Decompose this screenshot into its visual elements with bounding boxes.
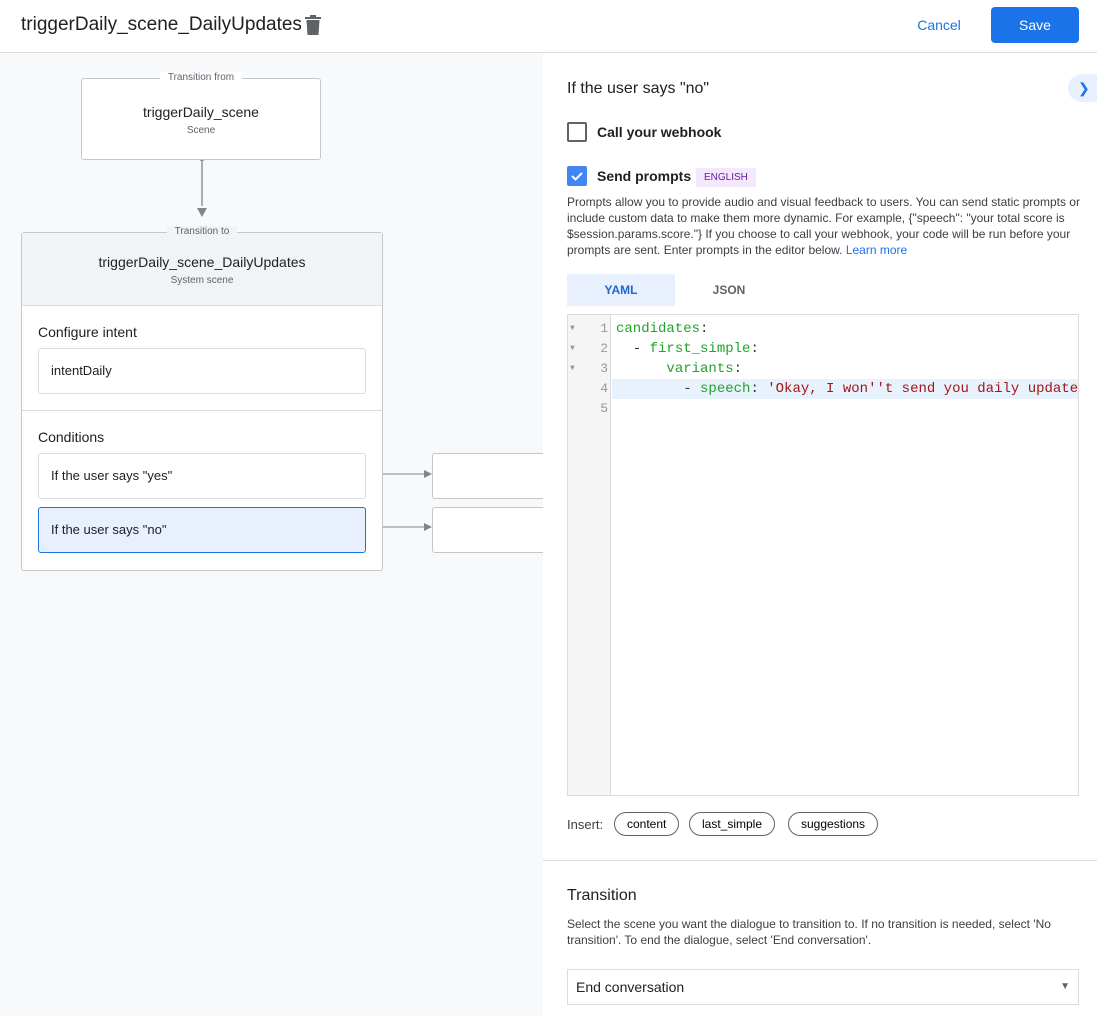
target-node-no[interactable]: [432, 507, 543, 553]
insert-last-simple-chip[interactable]: last_simple: [689, 812, 776, 836]
header: triggerDaily_scene_DailyUpdates Cancel S…: [0, 0, 1097, 53]
cancel-button[interactable]: Cancel: [903, 8, 975, 42]
code-token: :: [733, 361, 743, 377]
configure-intent-label: Configure intent: [38, 324, 137, 340]
scene-name: triggerDaily_scene_DailyUpdates: [98, 254, 306, 270]
legend: Transition from: [159, 72, 243, 83]
code-token: -: [616, 381, 701, 397]
divider: [543, 860, 1097, 861]
line-number: 4: [600, 381, 608, 396]
scene-type: System scene: [170, 275, 234, 286]
line-gutter: [568, 315, 611, 795]
target-node-yes[interactable]: [432, 453, 543, 499]
prompts-label: Send prompts: [597, 168, 692, 184]
transition-title: Transition: [567, 887, 637, 904]
insert-content-chip[interactable]: content: [614, 812, 680, 836]
save-button[interactable]: Save: [991, 7, 1079, 43]
line-number: 2: [600, 341, 608, 356]
chevron-right-icon[interactable]: ❯: [1068, 74, 1097, 102]
transition-from-node[interactable]: Transition from triggerDaily_scene Scene: [81, 72, 321, 160]
transition-description: Select the scene you want the dialogue t…: [567, 917, 1051, 947]
code-token: speech: [700, 381, 751, 397]
line-number: 3: [600, 361, 608, 376]
trash-icon[interactable]: [305, 15, 321, 35]
code-token: :: [750, 381, 759, 397]
intent-field[interactable]: intentDaily: [38, 348, 366, 394]
description-text: Prompts allow you to provide audio and v…: [567, 195, 1080, 257]
code-token: :: [700, 321, 709, 337]
line-number: 1: [600, 321, 608, 336]
conditions-label: Conditions: [38, 429, 105, 445]
selected-value: End conversation: [576, 979, 685, 995]
code-token: [616, 361, 666, 377]
prompts-description: Prompts allow you to provide audio and v…: [567, 194, 1087, 258]
insert-suggestions-chip[interactable]: suggestions: [788, 812, 879, 836]
check-icon: [571, 172, 583, 181]
scene-name: triggerDaily_scene: [143, 104, 259, 120]
insert-label: Insert:: [567, 817, 604, 832]
fold-icon[interactable]: ▼: [570, 364, 575, 373]
code-token: 'Okay, I won''t send you daily update: [767, 381, 1079, 397]
code-token: variants: [666, 361, 734, 377]
prompts-checkbox[interactable]: [567, 166, 587, 186]
legend: Transition to: [166, 226, 238, 237]
tab-json[interactable]: JSON: [712, 283, 746, 297]
language-badge: ENGLISH: [696, 168, 756, 187]
detail-panel: ❯ If the user says "no" Call your webhoo…: [543, 54, 1097, 1016]
transition-to-node: Transition to triggerDaily_scene_DailyUp…: [21, 226, 383, 571]
code-token: -: [616, 341, 650, 357]
condition-yes[interactable]: If the user says "yes": [38, 453, 366, 499]
transition-select[interactable]: End conversation ▼: [567, 969, 1079, 1005]
fold-icon[interactable]: ▼: [570, 344, 575, 353]
webhook-label: Call your webhook: [597, 124, 722, 140]
panel-title: If the user says "no": [567, 80, 710, 97]
page-title: triggerDaily_scene_DailyUpdates: [21, 14, 302, 35]
scene-type: Scene: [186, 125, 216, 136]
tab-yaml[interactable]: YAML: [567, 274, 675, 306]
webhook-checkbox[interactable]: [567, 122, 587, 142]
condition-no[interactable]: If the user says "no": [38, 507, 366, 553]
code-token: first_simple: [649, 341, 751, 357]
code-token: :: [750, 341, 759, 357]
scene-canvas: Transition from triggerDaily_scene Scene…: [0, 54, 543, 1016]
fold-icon[interactable]: ▼: [570, 324, 575, 333]
code-token: candidates: [616, 321, 701, 337]
code-editor[interactable]: ▼ 1 candidates: ▼ 2 - first_simple: ▼ 3 vari…: [567, 314, 1079, 796]
line-number: 5: [600, 401, 608, 416]
learn-more-link[interactable]: Learn more: [845, 243, 908, 257]
dropdown-arrow-icon: ▼: [1060, 981, 1070, 992]
